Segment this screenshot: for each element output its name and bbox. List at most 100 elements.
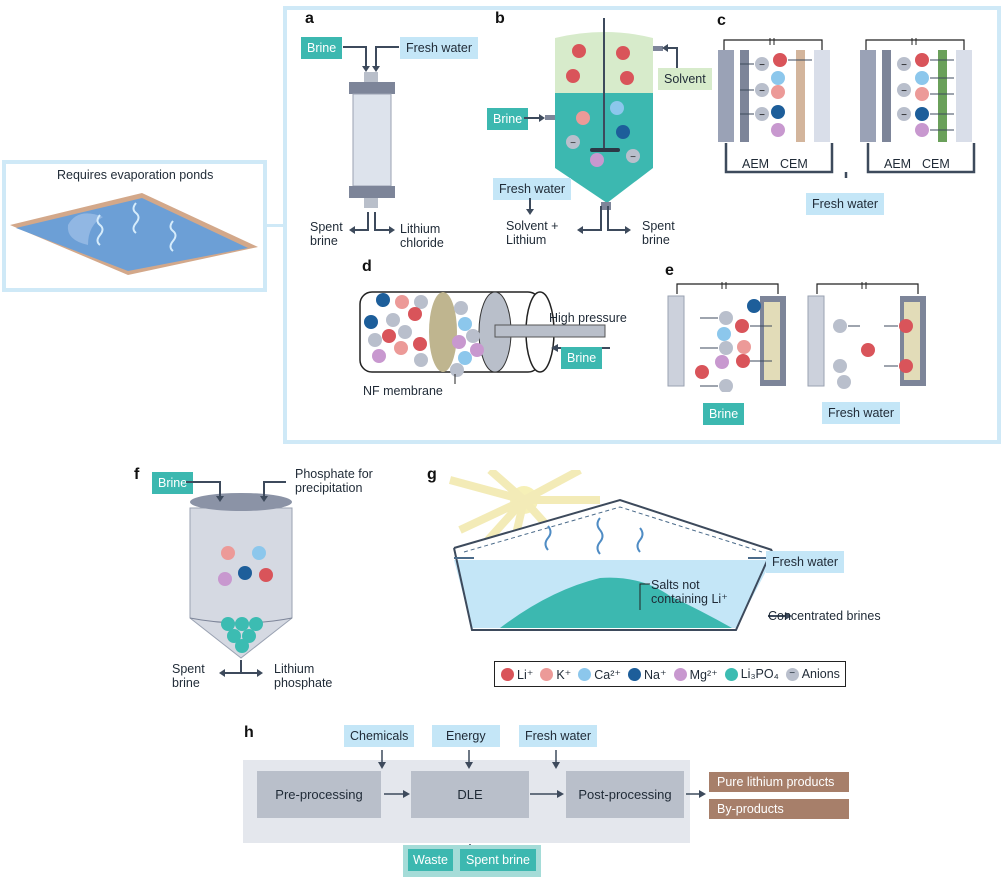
vapor-icon	[169, 220, 177, 252]
legend-label: Ca²⁺	[594, 667, 622, 682]
lithium-phosphate-precipitate	[221, 617, 263, 653]
fresh-water-tag-g: Fresh water	[766, 551, 844, 573]
brine-arrow-b	[524, 114, 545, 122]
legend-label: Li⁺	[517, 667, 534, 682]
lithium-phosphate-label-f: Lithium phosphate	[274, 662, 333, 690]
vapor-icon	[96, 214, 104, 246]
legend-label: Anions	[801, 667, 840, 681]
vapor-icon	[596, 517, 604, 555]
dle-methods-frame	[283, 6, 1001, 444]
cem-label-1: CEM	[780, 157, 808, 171]
outflow-arrows-b	[526, 198, 631, 234]
legend-item-k: K⁺	[540, 667, 571, 682]
electrochemical-cell-release	[807, 282, 926, 389]
waste-tag: Waste	[408, 849, 453, 871]
high-pressure-label: High pressure	[549, 311, 627, 325]
spent-brine-label-a: Spent brine	[310, 220, 343, 248]
brine-tag-a: Brine	[301, 37, 343, 59]
electrodialysis-cell-1: − − −	[718, 38, 834, 174]
panel-letter-b: b	[495, 10, 505, 27]
na-swatch	[628, 667, 642, 681]
legend-label: Li₃PO₄	[740, 667, 779, 681]
k-swatch	[540, 667, 554, 681]
brine-tag-e: Brine	[703, 403, 745, 425]
vapor-icon	[132, 202, 140, 234]
brine-tag-b: Brine	[487, 108, 529, 130]
panel-letter-g: g	[427, 466, 437, 483]
legend-item-na: Na⁺	[628, 667, 667, 682]
aem-label-2: AEM	[884, 157, 912, 171]
solvent-arrow	[662, 44, 678, 68]
svg-text:−: −	[759, 86, 765, 97]
panel-letter-c: c	[717, 12, 726, 29]
legend-item-li: Li⁺	[501, 667, 533, 682]
legend-item-anions: −Anions	[785, 667, 840, 681]
nf-membrane-label: NF membrane	[363, 384, 443, 398]
brine-tag-d: Brine	[561, 347, 603, 369]
electrodialysis-cell-2: − − −	[860, 38, 976, 174]
energy-tag: Energy	[432, 725, 500, 747]
chemicals-tag: Chemicals	[344, 725, 415, 747]
ion-legend: Li⁺ K⁺ Ca²⁺ Na⁺ Mg²⁺ Li₃PO₄ −Anions	[494, 661, 846, 687]
spent-brine-label-b: Spent brine	[642, 219, 675, 247]
panel-letter-d: d	[362, 258, 372, 275]
cem-label-2: CEM	[922, 157, 950, 171]
solvent-tag-b: Solvent	[658, 68, 712, 90]
fresh-water-tag-c: Fresh water	[806, 193, 884, 215]
svg-text:−: −	[901, 110, 907, 121]
mg-swatch	[673, 667, 687, 681]
precipitation-vessel	[186, 481, 293, 677]
svg-text:−: −	[901, 86, 907, 97]
electrodialysis-cells: − − − − − −	[718, 38, 976, 178]
phosphate-label-f: Phosphate for precipitation	[295, 467, 373, 495]
svg-text:−: −	[630, 152, 636, 163]
aem-label-1: AEM	[742, 157, 770, 171]
ion-exchange-column	[343, 46, 399, 234]
svg-text:−: −	[901, 60, 907, 71]
salts-label-g: Salts not containing Li⁺	[651, 578, 728, 606]
fresh-water-tag-h: Fresh water	[519, 725, 597, 747]
pond-highlight	[67, 213, 103, 245]
svg-text:−: −	[759, 60, 765, 71]
panel-letter-a: a	[305, 10, 314, 27]
inset-connector	[265, 224, 285, 227]
panel-letter-h: h	[244, 724, 254, 741]
evaporation-inset-title: Requires evaporation ponds	[57, 168, 214, 182]
ion-cluster-feed	[364, 293, 428, 367]
fresh-water-tag-e: Fresh water	[822, 402, 900, 424]
vapor-icon	[636, 527, 644, 553]
li3po4-swatch	[724, 667, 738, 681]
anion-swatch: −	[785, 667, 799, 681]
evaporation-pond-illustration	[10, 193, 258, 275]
pre-processing-step: Pre-processing	[257, 771, 381, 818]
dle-step: DLE	[411, 771, 529, 818]
svg-text:−: −	[570, 138, 576, 149]
evaporation-inset-frame	[2, 160, 267, 292]
pond-water	[16, 198, 248, 271]
svg-text:−: −	[759, 110, 765, 121]
solvent-extraction-tank: − −	[545, 18, 663, 210]
fresh-water-tag-b: Fresh water	[493, 178, 571, 200]
li-swatch	[501, 667, 514, 681]
spent-brine-tag-h: Spent brine	[460, 849, 536, 871]
post-processing-step: Post-processing	[566, 771, 684, 818]
ion-cluster-retained	[450, 301, 484, 377]
panel-letter-f: f	[134, 466, 140, 483]
legend-label: Na⁺	[644, 667, 667, 682]
brine-tag-f: Brine	[152, 472, 194, 494]
solvent-lithium-label-b: Solvent + Lithium	[506, 219, 559, 247]
fresh-water-tag-a: Fresh water	[400, 37, 478, 59]
legend-item-mg: Mg²⁺	[673, 667, 718, 682]
legend-item-li3po4: Li₃PO₄	[724, 667, 779, 681]
nanofiltration-cylinder	[359, 291, 610, 384]
electrochemical-cell-loading	[667, 282, 786, 392]
ca-swatch	[578, 667, 592, 681]
spent-brine-label-f: Spent brine	[172, 662, 205, 690]
legend-item-ca: Ca²⁺	[578, 667, 621, 682]
by-products-tag: By-products	[709, 799, 849, 819]
lithium-chloride-label-a: Lithium chloride	[400, 222, 444, 250]
legend-label: Mg²⁺	[689, 667, 718, 682]
panel-letter-e: e	[665, 262, 674, 279]
legend-label: K⁺	[556, 667, 572, 682]
lithium-ion	[566, 44, 634, 85]
